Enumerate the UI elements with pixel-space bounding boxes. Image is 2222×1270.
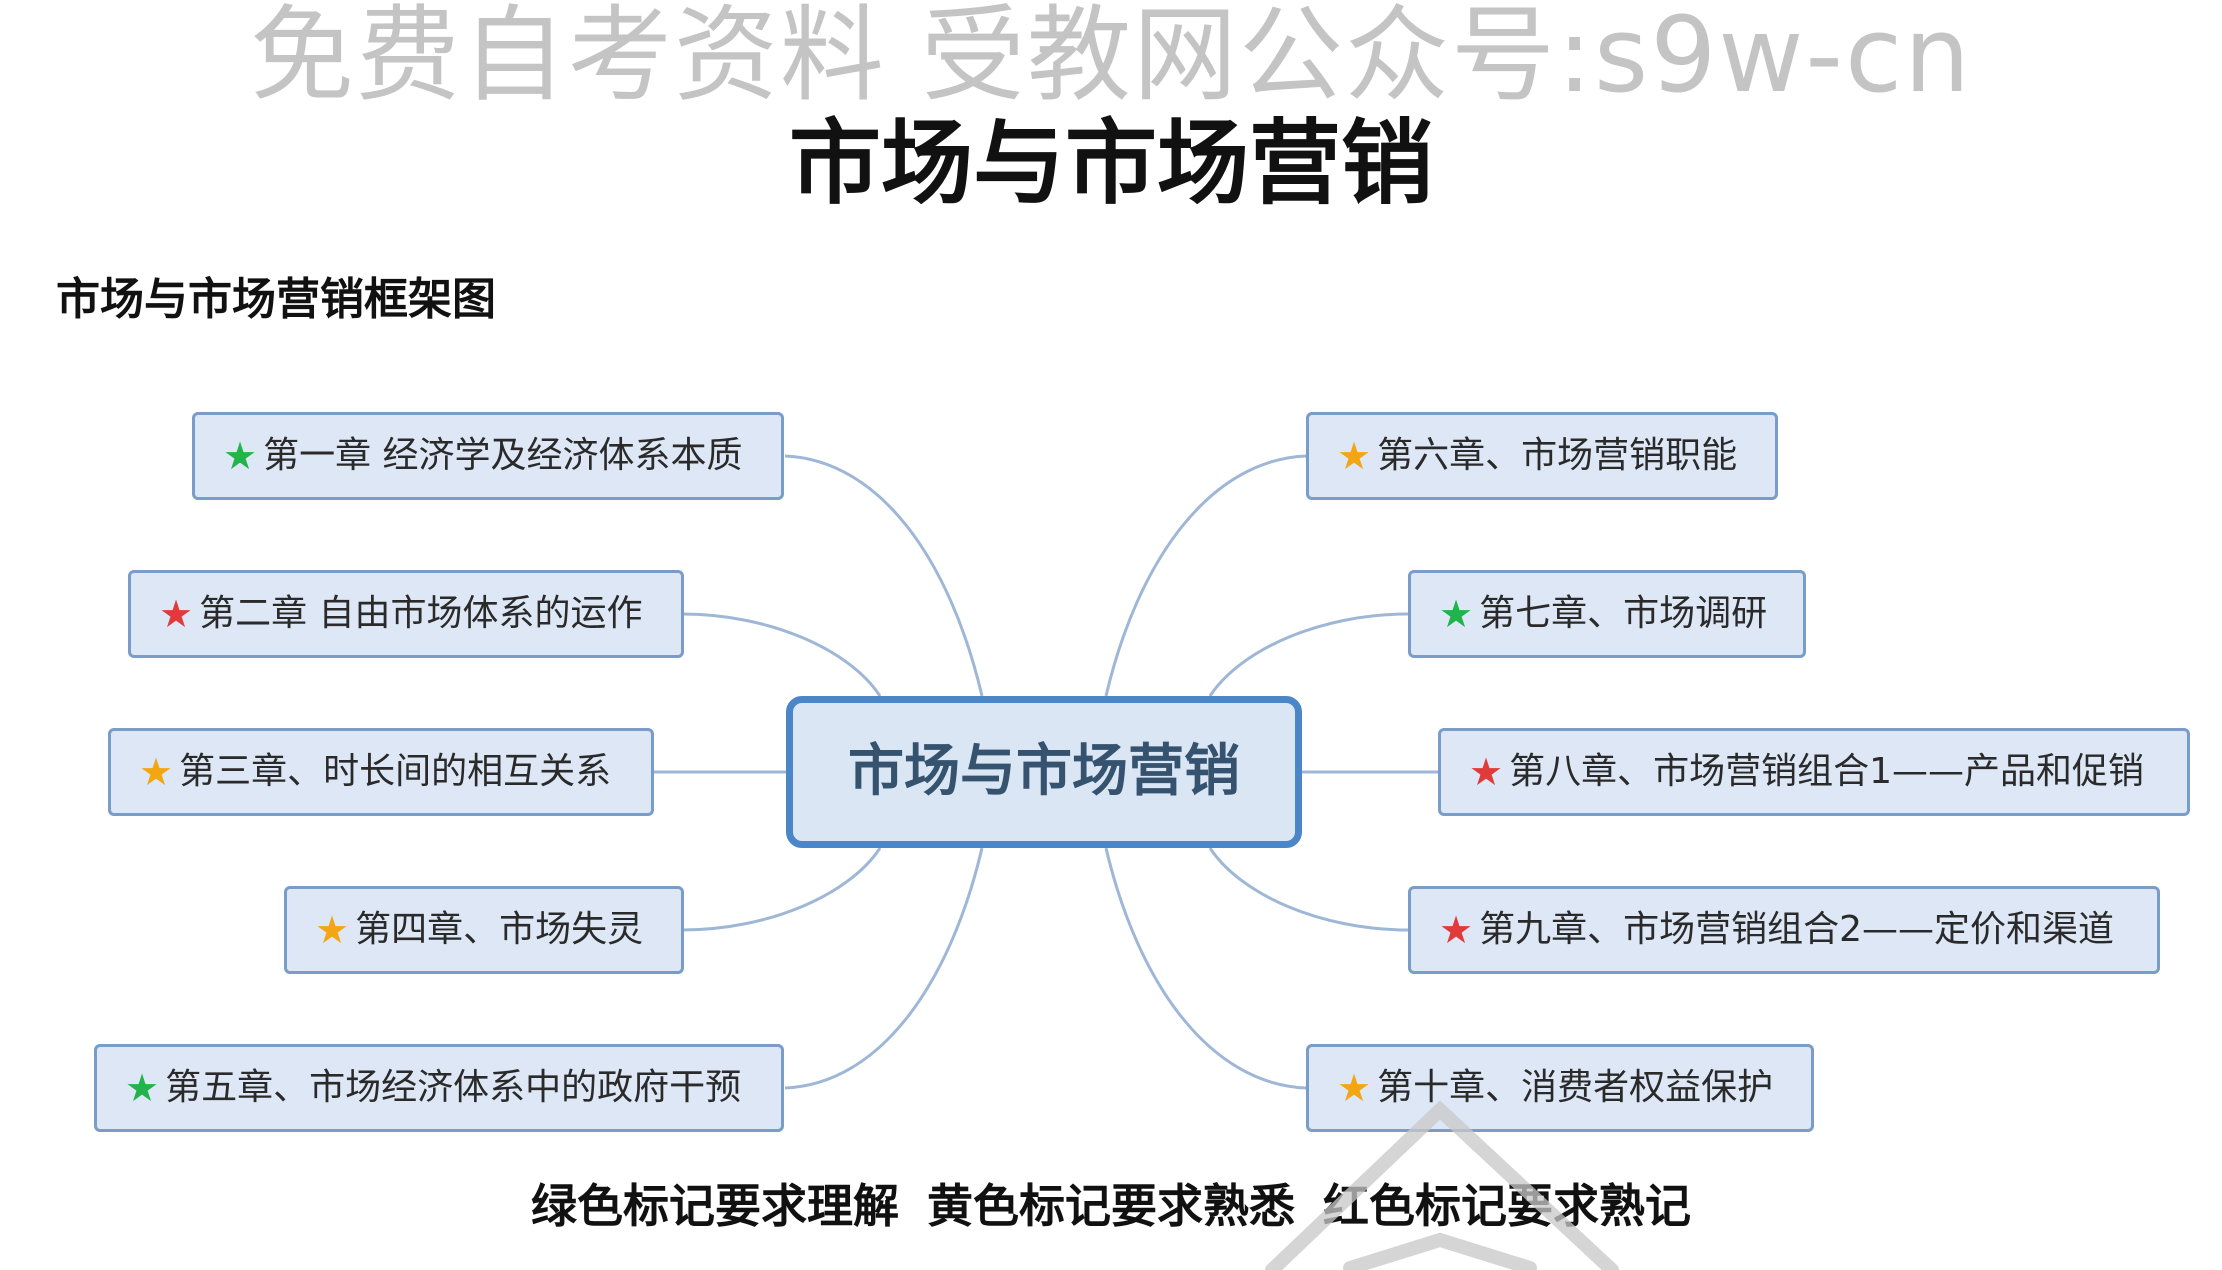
chapter-5-label: 第五章、市场经济体系中的政府干预 (165, 1067, 742, 1108)
connector-6 (1104, 454, 1307, 697)
connector-2 (681, 612, 882, 697)
red-star-icon: ★ (1469, 750, 1504, 794)
legend-red: 红色标记要求熟记 (1323, 1179, 1692, 1233)
connector-10 (1104, 847, 1307, 1090)
yellow-star-icon: ★ (139, 750, 174, 794)
red-star-icon: ★ (1439, 908, 1474, 952)
chapter-9-node[interactable]: ★ 第九章、市场营销组合2——定价和渠道 (1408, 886, 2160, 974)
green-star-icon: ★ (1439, 592, 1474, 636)
chapter-3-node[interactable]: ★ 第三章、时长间的相互关系 (108, 728, 654, 816)
chapter-8-label: 第八章、市场营销组合1——产品和促销 (1509, 751, 2144, 792)
yellow-star-icon: ★ (1337, 434, 1372, 478)
chapter-4-label: 第四章、市场失灵 (355, 909, 644, 950)
chapter-5-node[interactable]: ★ 第五章、市场经济体系中的政府干预 (94, 1044, 784, 1132)
chapter-2-label: 第二章 自由市场体系的运作 (199, 593, 643, 634)
chapter-1-label: 第一章 经济学及经济体系本质 (263, 435, 743, 476)
legend: 绿色标记要求理解 黄色标记要求熟悉 红色标记要求熟记 (0, 1178, 2222, 1234)
red-star-icon: ★ (159, 592, 194, 636)
central-topic[interactable]: 市场与市场营销 (786, 696, 1302, 848)
chapter-7-node[interactable]: ★ 第七章、市场调研 (1408, 570, 1806, 658)
connector-4 (681, 847, 882, 932)
yellow-star-icon: ★ (1337, 1066, 1372, 1110)
chapter-1-node[interactable]: ★ 第一章 经济学及经济体系本质 (192, 412, 784, 500)
chapter-4-node[interactable]: ★ 第四章、市场失灵 (284, 886, 684, 974)
green-star-icon: ★ (223, 434, 258, 478)
page-title: 市场与市场营销 (788, 110, 1433, 217)
connector-5 (784, 847, 984, 1090)
chapter-9-label: 第九章、市场营销组合2——定价和渠道 (1479, 909, 2114, 950)
watermark-text: 免费自考资料 受教网公众号:s9w-cn (249, 0, 1973, 116)
chapter-6-label: 第六章、市场营销职能 (1377, 435, 1738, 476)
chapter-7-label: 第七章、市场调研 (1479, 593, 1768, 634)
legend-green: 绿色标记要求理解 (530, 1179, 899, 1233)
connector-9 (1208, 847, 1409, 932)
section-heading: 市场与市场营销框架图 (56, 274, 496, 325)
green-star-icon: ★ (125, 1066, 160, 1110)
chapter-8-node[interactable]: ★ 第八章、市场营销组合1——产品和促销 (1438, 728, 2190, 816)
chapter-3-label: 第三章、时长间的相互关系 (179, 751, 612, 792)
connector-7 (1208, 612, 1409, 697)
chapter-10-label: 第十章、消费者权益保护 (1377, 1067, 1774, 1108)
legend-yellow: 黄色标记要求熟悉 (927, 1179, 1295, 1233)
chapter-2-node[interactable]: ★ 第二章 自由市场体系的运作 (128, 570, 684, 658)
chapter-10-node[interactable]: ★ 第十章、消费者权益保护 (1306, 1044, 1814, 1132)
connector-1 (784, 454, 984, 697)
central-topic-label: 市场与市场营销 (848, 739, 1240, 804)
chapter-6-node[interactable]: ★ 第六章、市场营销职能 (1306, 412, 1778, 500)
yellow-star-icon: ★ (315, 908, 350, 952)
